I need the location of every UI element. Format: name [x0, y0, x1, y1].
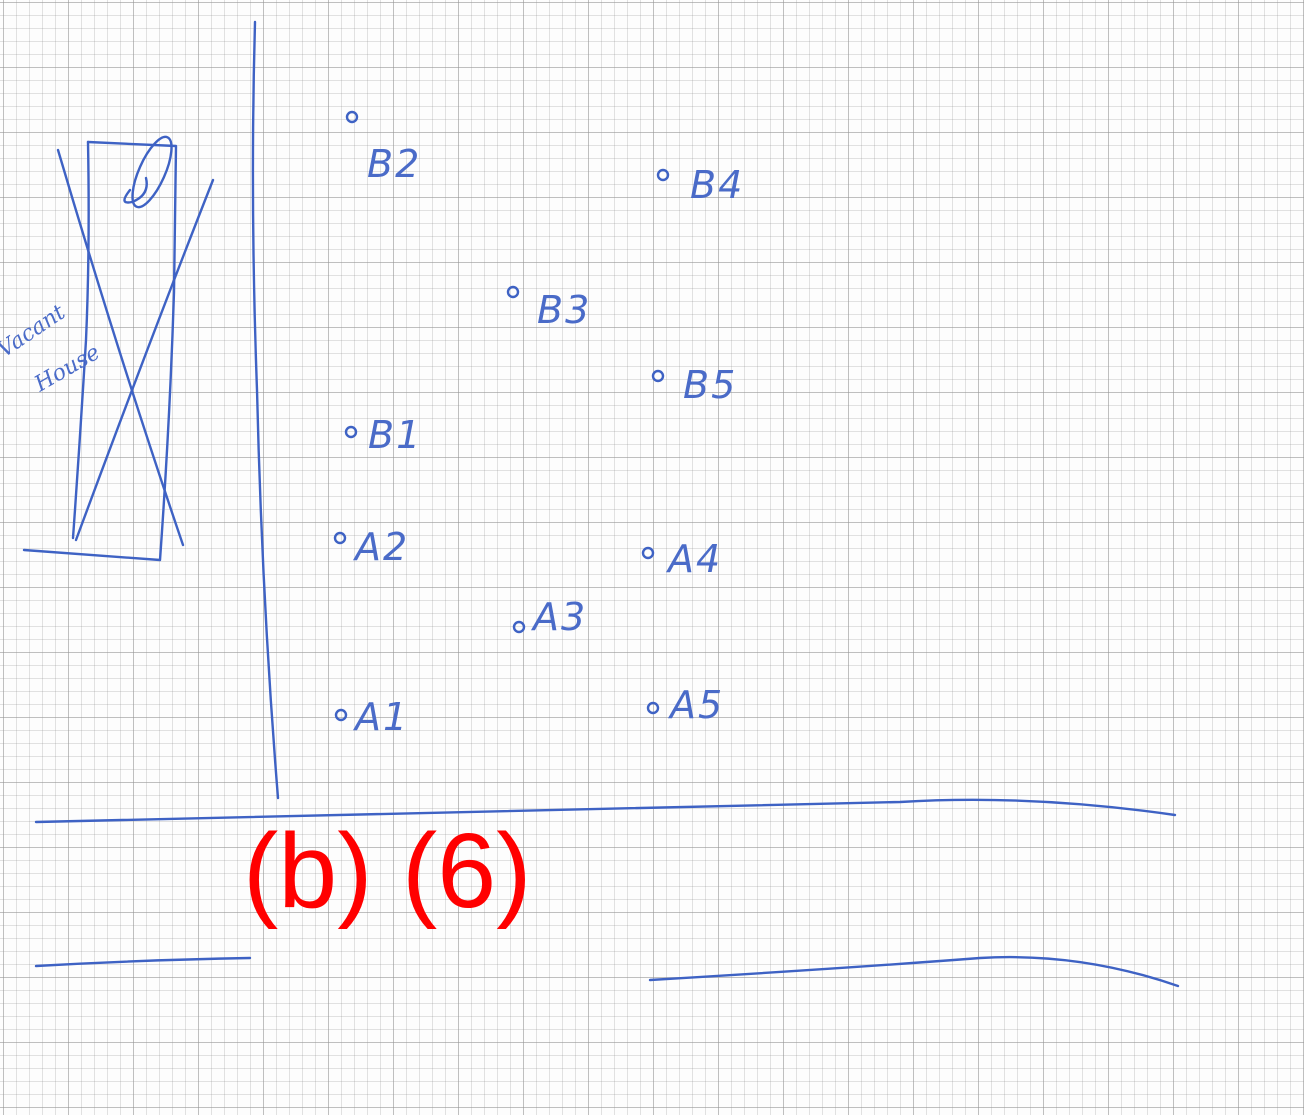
- cross-line-2: [74, 178, 215, 542]
- point-b1: B1: [344, 413, 422, 457]
- point-b5-label: B5: [683, 363, 737, 407]
- lower-horizontal-line-left: [34, 956, 252, 968]
- point-a4: A4: [641, 537, 722, 581]
- point-b1-label: B1: [368, 413, 422, 457]
- vacant-text: Vacant: [0, 300, 70, 363]
- point-b2: B2: [345, 110, 421, 186]
- point-a5-marker: [646, 701, 660, 715]
- point-b4: B4: [656, 163, 744, 207]
- point-b3-label: B3: [537, 288, 591, 332]
- cross-line-1: [56, 148, 185, 547]
- point-b1-marker: [344, 425, 358, 439]
- upper-horizontal-line: [34, 798, 1177, 824]
- house-inner-edge: [71, 140, 90, 540]
- house-oval: [131, 135, 173, 209]
- vertical-divider: [251, 20, 280, 800]
- house-scribble: [123, 176, 148, 204]
- point-b5-marker: [651, 369, 665, 383]
- point-a4-label: A4: [665, 537, 722, 581]
- point-a2: A2: [333, 525, 409, 569]
- point-a4-marker: [641, 546, 655, 560]
- point-a5: A5: [646, 683, 724, 727]
- part-label: (b) (6): [243, 812, 532, 930]
- point-b2-marker: [345, 110, 359, 124]
- point-a1-label: A1: [352, 695, 409, 739]
- point-a1: A1: [334, 695, 409, 739]
- point-b3-marker: [506, 285, 520, 299]
- point-b4-marker: [656, 168, 670, 182]
- point-a5-label: A5: [667, 683, 724, 727]
- point-a3: A3: [512, 595, 587, 639]
- point-b4-label: B4: [690, 163, 744, 207]
- point-a1-marker: [334, 708, 348, 722]
- house-outline: [22, 140, 178, 562]
- point-a3-label: A3: [530, 595, 587, 639]
- vacant-house: Vacant House: [0, 135, 215, 562]
- point-b3: B3: [506, 285, 591, 332]
- point-a2-label: A2: [352, 525, 409, 569]
- point-b2-label: B2: [367, 142, 421, 186]
- point-a3-marker: [512, 620, 526, 634]
- point-a2-marker: [333, 531, 347, 545]
- lower-horizontal-line-right: [648, 955, 1180, 988]
- point-b5: B5: [651, 363, 737, 407]
- house-text: House: [30, 340, 105, 398]
